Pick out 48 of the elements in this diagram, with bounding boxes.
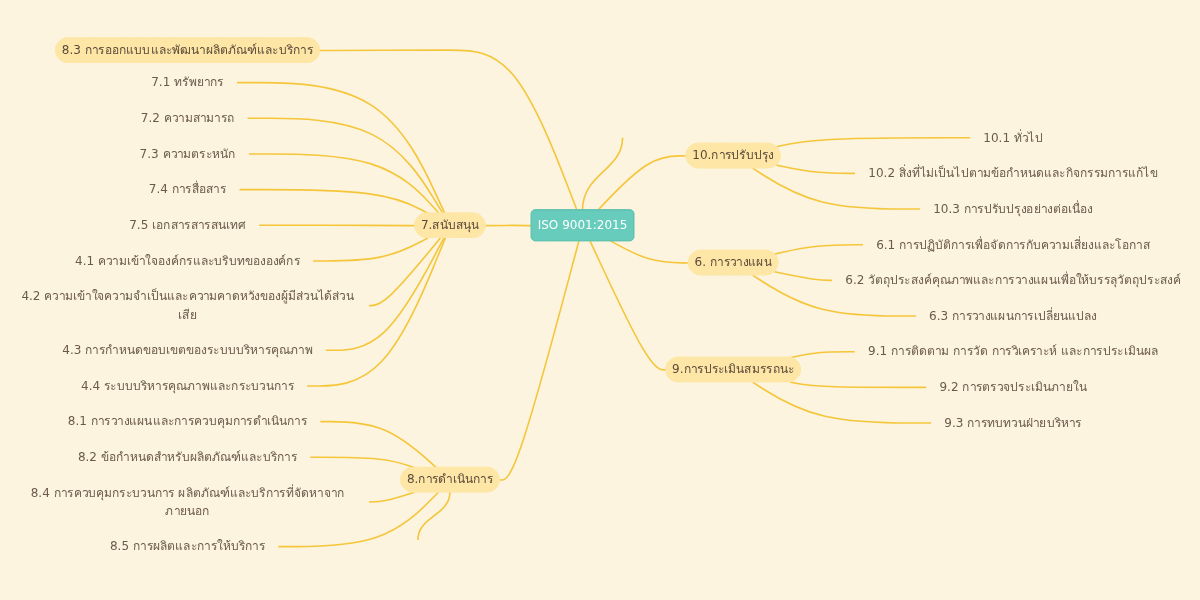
node-text: 7.2 ความสามารถ — [140, 110, 235, 126]
connector — [773, 270, 834, 282]
connector — [246, 117, 444, 215]
connector — [775, 136, 972, 148]
node-text: 9.1 การติดตาม การวัด การวิเคราะห์ และการประเมินผล — [868, 344, 1159, 359]
node-text: 8.4 การควบคุมกระบวนการ ผลิตภัณฑ์และบริการที่จัดหาจากภายนอก — [30, 485, 345, 518]
connector — [319, 420, 438, 469]
node-text: 4.4 ระบบบริหารคุณภาพและกระบวนการ — [81, 378, 294, 393]
connector — [610, 240, 690, 264]
connector — [238, 188, 429, 215]
connector — [751, 167, 922, 210]
node-text: 6.1 การปฏิบัติการเพื่อจัดการกับความเสี่ยงและโอกาส — [876, 237, 1150, 252]
node-text: 8.1 การวางแผนและการควบคุมการดำเนินการ — [67, 414, 308, 429]
connector — [484, 224, 533, 227]
node-text: 7.5 เอกสารสารสนเทศ — [129, 217, 246, 233]
connector — [498, 240, 580, 481]
connector — [324, 237, 445, 352]
node-text: 9.2 การตรวจประเมินภายใน — [939, 379, 1087, 395]
connector — [789, 350, 856, 359]
connector — [247, 153, 440, 215]
node-text: 4.3 การกำหนดขอบเขตของระบบบริหารคุณภาพ — [62, 342, 313, 358]
node-text: 7.4 การสื่อสาร — [148, 182, 227, 197]
connector — [305, 237, 447, 387]
connector — [277, 491, 440, 548]
connector — [581, 136, 624, 211]
node-text: 8.2 ข้อกำหนดสำหรับผลิตภัณฑ์และบริการ — [77, 449, 298, 465]
connector — [367, 237, 442, 307]
connector — [751, 381, 933, 424]
node-text: 8.5 การผลิตและการให้บริการ — [109, 539, 266, 554]
connector — [257, 224, 416, 227]
node-text: 4.2 ความเข้าใจความจำเป็นและความคาดหวังของผู้มีส่วนได้ส่วนเสีย — [21, 289, 354, 322]
node-text: 4.1 ความเข้าใจองค์กรและบริบทขององค์กร — [75, 253, 300, 268]
node-text: 6.2 วัตถุประสงค์คุณภาพและการวางแผนเพื่อให้บรรลุวัตถุประสงค์ — [845, 272, 1181, 288]
connector — [367, 491, 416, 503]
node-text: 10.1 ทั่วไป — [983, 130, 1043, 145]
node-text: 9.3 การทบทวนฝ่ายบริหาร — [944, 415, 1082, 431]
connector — [751, 274, 917, 317]
connector — [773, 243, 865, 255]
node-text: 10.3 การปรับปรุงอย่างต่อเนื่อง — [933, 201, 1093, 217]
connector — [417, 491, 451, 541]
node-text: 7.3 ความตระหนัก — [139, 146, 236, 161]
node-text: 6.3 การวางแผนการเปลี่ยนแปลง — [929, 308, 1098, 324]
connector — [235, 81, 446, 215]
connector — [312, 237, 429, 262]
node-text: 7.1 ทรัพยากร — [151, 75, 224, 90]
connector — [789, 381, 928, 389]
node-text: 10.2 สิ่งที่ไม่เป็นไปตามข้อกำหนดและกิจกรรมการแก้ไข — [868, 165, 1158, 181]
connector — [775, 164, 857, 175]
